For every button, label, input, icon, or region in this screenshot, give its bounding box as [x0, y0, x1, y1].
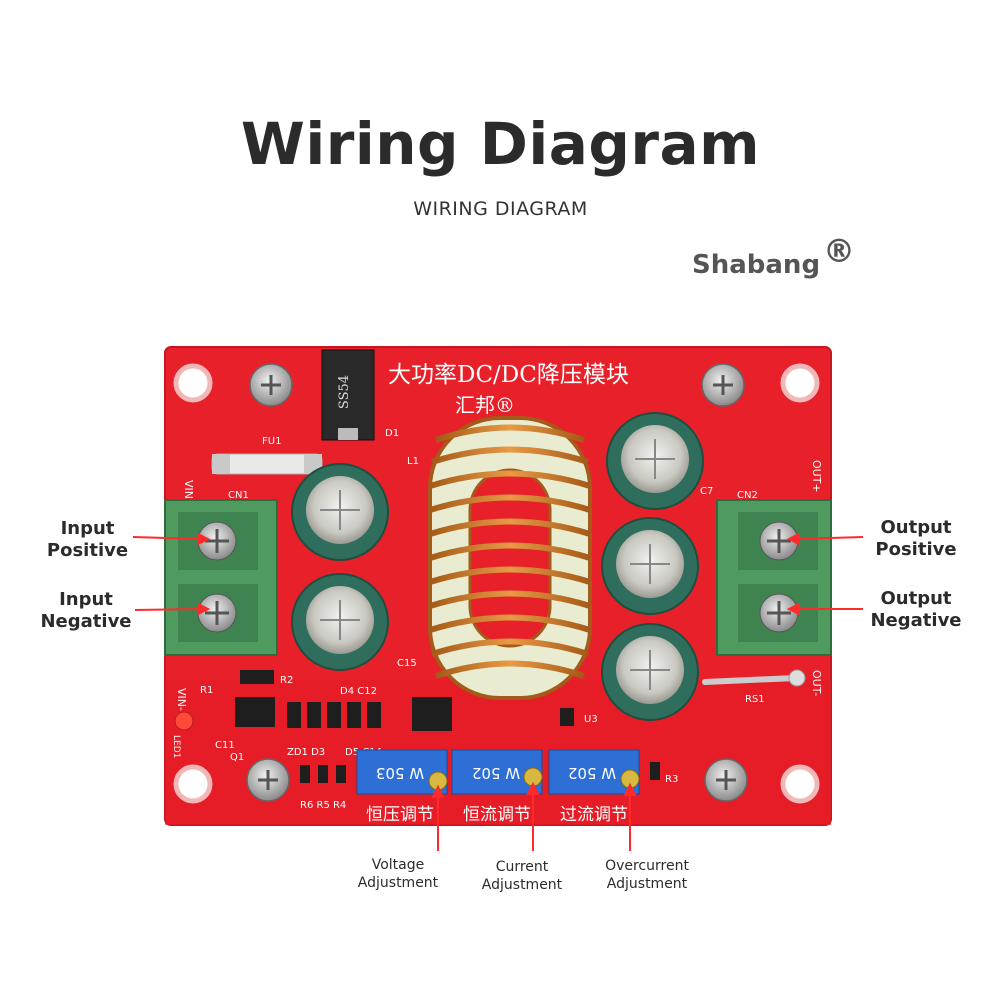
voltage-adjustment-label: Voltage Adjustment	[348, 856, 448, 892]
screw-icon	[246, 363, 748, 802]
silk-zd1d3: ZD1 D3	[287, 747, 325, 758]
silk-led1: LED1	[171, 735, 181, 758]
silk-d1: D1	[385, 428, 399, 439]
voltage-adjustment-line1: Voltage	[371, 857, 425, 873]
silk-d4c12: D4 C12	[340, 686, 377, 697]
output-terminal-block	[716, 499, 832, 656]
led-indicator	[174, 711, 194, 731]
output-positive-line2: Positive	[875, 539, 957, 560]
page-subtitle: WIRING DIAGRAM	[413, 198, 588, 220]
current-adjustment-line2: Adjustment	[481, 877, 563, 893]
pot-caption-1: 恒压调节	[366, 805, 434, 825]
board-heading: 大功率DC/DC降压模块	[388, 362, 629, 388]
silk-r1: R1	[200, 685, 213, 696]
overcurrent-adjustment-line1: Overcurrent	[605, 858, 689, 874]
input-positive-line2: Positive	[46, 540, 129, 561]
output-negative-line1: Output	[880, 588, 952, 609]
silk-l1: L1	[407, 456, 419, 467]
silk-fu1: FU1	[262, 436, 281, 447]
voltage-adjustment-line2: Adjustment	[357, 875, 439, 891]
input-positive-label: Input Positive	[40, 518, 135, 562]
input-negative-line2: Negative	[40, 611, 132, 632]
silk-r6r5r4: R6 R5 R4	[300, 800, 346, 811]
smd-components	[235, 670, 660, 783]
potentiometer	[356, 749, 640, 795]
silk-out-minus: OUT-	[810, 670, 823, 696]
output-negative-line2: Negative	[870, 610, 962, 631]
board-maker: 汇邦®	[455, 393, 515, 417]
silk-q1: Q1	[230, 752, 244, 763]
pot-code-1: W 503	[376, 764, 424, 782]
output-positive-label: Output Positive	[866, 517, 966, 561]
ss54-chip	[321, 349, 375, 441]
mounting-hole	[173, 363, 820, 804]
pot-code-2: W 502	[472, 764, 520, 782]
overcurrent-adjustment-line2: Adjustment	[606, 876, 688, 892]
input-positive-line1: Input	[60, 518, 115, 539]
brand-name: Shabang	[692, 250, 821, 280]
input-negative-line1: Input	[59, 589, 113, 610]
registered-mark: ®	[823, 232, 855, 270]
pot-code-3: W 502	[568, 764, 616, 782]
current-adjustment-line1: Current	[495, 859, 549, 875]
silk-c11: C11	[215, 740, 235, 751]
silk-cn2: CN2	[737, 490, 758, 501]
input-negative-label: Input Negative	[36, 589, 136, 633]
silk-rs1: RS1	[745, 694, 765, 705]
overcurrent-adjustment-label: Overcurrent Adjustment	[592, 857, 702, 893]
silk-r3: R3	[665, 774, 678, 785]
page-title: Wiring Diagram	[240, 110, 761, 178]
callout-arrows	[132, 532, 864, 851]
toroid-inductor	[428, 416, 592, 700]
chip-label: SS54	[337, 375, 352, 409]
silk-out-plus: OUT+	[810, 460, 823, 493]
silk-u3: U3	[584, 714, 598, 725]
silk-cn1: CN1	[228, 490, 249, 501]
silk-c7: C7	[700, 486, 713, 497]
silk-r2: R2	[280, 675, 293, 686]
output-negative-label: Output Negative	[866, 588, 966, 632]
silk-vin-minus: VIN-	[175, 688, 188, 711]
shunt-resistor	[702, 675, 798, 685]
current-adjustment-label: Current Adjustment	[472, 858, 572, 894]
pot-caption-2: 恒流调节	[463, 805, 531, 825]
silk-c15: C15	[397, 658, 417, 669]
output-positive-line1: Output	[880, 517, 952, 538]
electrolytic-capacitor	[291, 412, 704, 721]
pot-caption-3: 过流调节	[560, 805, 628, 825]
input-terminal-block	[164, 499, 278, 656]
